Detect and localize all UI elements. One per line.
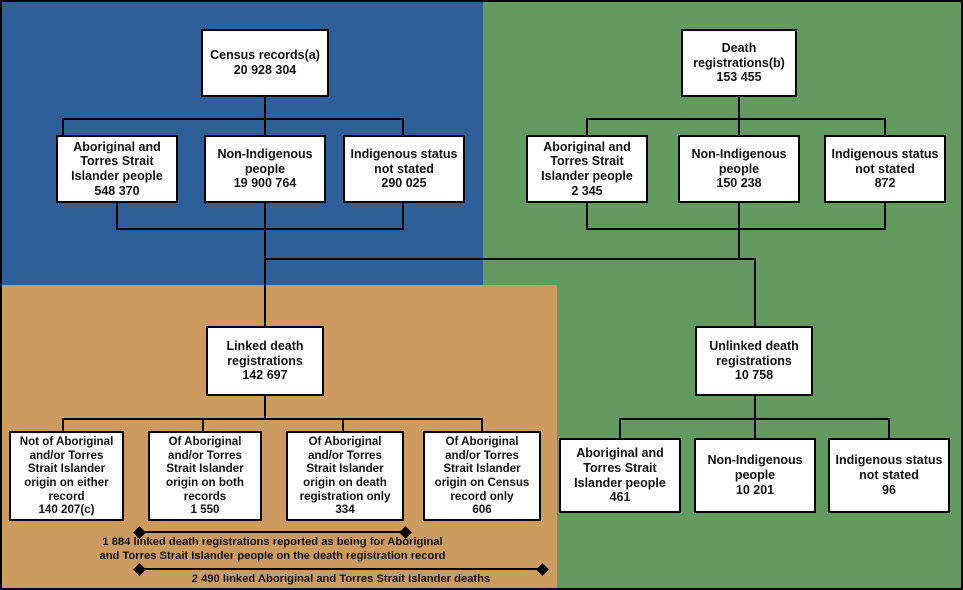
node-linked-deaths-label: Linked death registrations (226, 338, 304, 368)
node-census-records[interactable]: Census records(a) 20 928 304 (201, 29, 329, 97)
node-census-not-stated-label: Indigenous status not stated (350, 146, 458, 176)
node-indigenous-death-only-label: Of Aboriginal and/or Torres Strait Islan… (299, 434, 391, 503)
node-deaths-not-stated[interactable]: Indigenous status not stated 872 (824, 135, 946, 203)
connector-deaths-root-down (738, 96, 740, 120)
connector-deaths-to-indigenous (586, 118, 588, 136)
bracket-2-line (139, 568, 543, 570)
connector-census-merge-bar (116, 228, 404, 230)
node-census-records-value: 20 928 304 (233, 63, 297, 77)
node-census-non-indigenous[interactable]: Non-Indigenous people 19 900 764 (204, 135, 326, 203)
connector-census-to-notstated (402, 118, 404, 136)
node-unlinked-not-stated[interactable]: Indigenous status not stated 96 (828, 438, 950, 513)
node-unlinked-not-stated-value: 96 (882, 482, 896, 497)
connector-to-linked-deaths (264, 258, 266, 326)
node-indigenous-death-only-value: 334 (335, 503, 355, 517)
node-not-indigenous-either-label: Not of Aboriginal and/or Torres Strait I… (19, 434, 114, 503)
node-linked-deaths[interactable]: Linked death registrations 142 697 (206, 326, 324, 396)
node-census-not-stated-value: 290 025 (381, 176, 427, 191)
node-census-non-indigenous-label: Non-Indigenous people (217, 146, 313, 176)
node-unlinked-indigenous-label: Aboriginal and Torres Strait Islander pe… (574, 446, 666, 490)
node-unlinked-not-stated-label: Indigenous status not stated (835, 453, 943, 483)
node-census-not-stated[interactable]: Indigenous status not stated 290 025 (343, 135, 465, 203)
connector-linked-down (264, 396, 266, 420)
connector-unlinked-down (754, 396, 756, 420)
node-not-indigenous-either[interactable]: Not of Aboriginal and/or Torres Strait I… (9, 431, 124, 521)
node-census-indigenous-value: 548 370 (94, 183, 140, 198)
node-unlinked-non-indigenous-value: 10 201 (735, 482, 775, 497)
node-deaths-indigenous-label: Aboriginal and Torres Strait Islander pe… (541, 139, 633, 184)
node-indigenous-census-only[interactable]: Of Aboriginal and/or Torres Strait Islan… (423, 431, 541, 521)
node-deaths-not-stated-value: 872 (874, 176, 896, 191)
node-indigenous-both-label: Of Aboriginal and/or Torres Strait Islan… (166, 434, 244, 503)
node-indigenous-death-only[interactable]: Of Aboriginal and/or Torres Strait Islan… (286, 431, 404, 521)
node-unlinked-indigenous[interactable]: Aboriginal and Torres Strait Islander pe… (559, 438, 681, 513)
node-census-non-indigenous-value: 19 900 764 (233, 176, 297, 191)
node-deaths-non-indigenous-label: Non-Indigenous people (691, 146, 787, 176)
node-unlinked-non-indigenous[interactable]: Non-Indigenous people 10 201 (694, 438, 816, 513)
connector-to-unlinked-deaths (754, 258, 756, 326)
node-indigenous-both[interactable]: Of Aboriginal and/or Torres Strait Islan… (148, 431, 262, 521)
connector-census-to-nonindigenous (264, 118, 266, 136)
connector-deaths-merge-bar (586, 228, 886, 230)
connector-deaths-to-nonindigenous (738, 118, 740, 136)
connector-linked-distribution-bar (62, 418, 482, 420)
connector-linked-to-census-only (481, 418, 483, 432)
node-census-indigenous[interactable]: Aboriginal and Torres Strait Islander pe… (56, 135, 178, 203)
node-death-registrations[interactable]: Death registrations(b) 153 455 (681, 29, 797, 97)
connector-linked-to-not-either (62, 418, 64, 432)
connector-census-indigenous-down (116, 203, 118, 230)
connector-census-to-indigenous (62, 118, 64, 136)
node-unlinked-indigenous-value: 461 (609, 490, 631, 505)
node-deaths-indigenous[interactable]: Aboriginal and Torres Strait Islander pe… (526, 135, 648, 203)
node-census-records-label: Census records(a) (210, 48, 320, 63)
connector-census-distribution-bar (62, 118, 404, 120)
connector-linked-to-death-only (342, 418, 344, 432)
node-deaths-indigenous-value: 2 345 (571, 183, 603, 198)
connector-census-nonindigenous-down (264, 203, 266, 230)
connector-census-notstated-down (402, 203, 404, 230)
connector-census-root-down (264, 96, 266, 120)
node-death-registrations-label: Death registrations(b) (693, 40, 785, 70)
connector-deaths-distribution-bar (586, 118, 886, 120)
node-death-registrations-value: 153 455 (716, 70, 762, 85)
connector-main-crossbar (264, 258, 756, 260)
node-linked-deaths-value: 142 697 (242, 368, 288, 383)
connector-unlinked-to-notstated (888, 418, 890, 438)
connector-census-merge-drop (264, 228, 266, 260)
connector-linked-to-both (202, 418, 204, 432)
node-unlinked-non-indigenous-label: Non-Indigenous people (707, 453, 803, 483)
node-deaths-non-indigenous[interactable]: Non-Indigenous people 150 238 (678, 135, 800, 203)
connector-deaths-indigenous-down (586, 203, 588, 230)
node-unlinked-deaths-label: Unlinked death registrations (709, 338, 799, 368)
node-not-indigenous-either-value: 140 207(c) (38, 503, 95, 517)
node-indigenous-both-value: 1 550 (190, 503, 220, 517)
connector-deaths-to-notstated (884, 118, 886, 136)
node-unlinked-deaths[interactable]: Unlinked death registrations 10 758 (695, 326, 813, 396)
node-unlinked-deaths-value: 10 758 (734, 368, 774, 383)
bracket-1-label: 1 884 linked death registrations reporte… (99, 536, 446, 562)
connector-deaths-notstated-down (884, 203, 886, 230)
connector-unlinked-to-indigenous (619, 418, 621, 438)
bracket-2-label: 2 490 linked Aboriginal and Torres Strai… (191, 573, 491, 585)
node-indigenous-census-only-value: 606 (472, 503, 492, 517)
bracket-1-line (139, 531, 406, 533)
connector-deaths-merge-drop (738, 228, 740, 260)
node-deaths-non-indigenous-value: 150 238 (716, 176, 762, 191)
connector-unlinked-to-nonindigenous (754, 418, 756, 438)
connector-deaths-nonindigenous-down (738, 203, 740, 230)
node-census-indigenous-label: Aboriginal and Torres Strait Islander pe… (71, 139, 163, 184)
node-indigenous-census-only-label: Of Aboriginal and/or Torres Strait Islan… (434, 434, 530, 503)
node-deaths-not-stated-label: Indigenous status not stated (831, 146, 939, 176)
